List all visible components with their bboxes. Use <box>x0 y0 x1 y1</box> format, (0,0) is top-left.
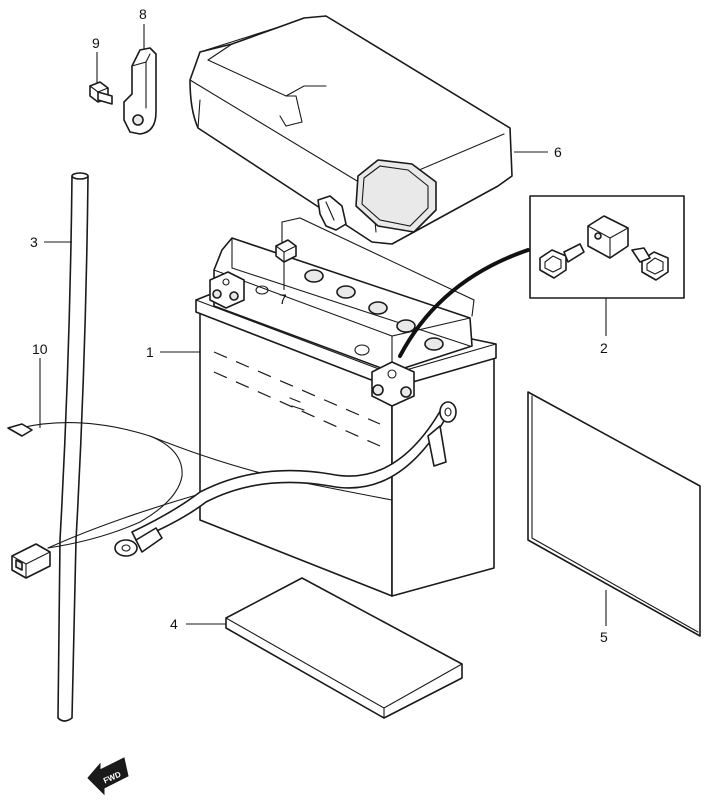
callout-2: 2 <box>600 340 608 356</box>
leader-lines <box>39 24 607 626</box>
callout-3: 3 <box>30 234 38 250</box>
bracket[interactable] <box>123 47 157 135</box>
negative-terminal <box>209 271 245 309</box>
vent-caps <box>255 269 444 356</box>
battery-pad[interactable] <box>225 577 463 719</box>
battery-cables[interactable] <box>7 401 457 579</box>
forward-arrow-icon: FWD <box>87 757 129 796</box>
callout-4: 4 <box>170 616 178 632</box>
inset-lead-line <box>398 248 530 358</box>
callout-labels: 1 2 3 4 5 6 7 8 9 10 <box>30 6 608 645</box>
battery[interactable] <box>195 217 497 597</box>
cover-clip <box>317 195 347 231</box>
terminal-hardware-inset[interactable] <box>529 195 685 299</box>
callout-6: 6 <box>554 144 562 160</box>
bolt[interactable] <box>89 81 113 105</box>
terminal-bolt[interactable] <box>275 239 297 263</box>
callout-9: 9 <box>92 35 100 51</box>
terminal-bolt-right <box>631 247 669 281</box>
battery-cover[interactable] <box>189 15 513 245</box>
callout-10: 10 <box>32 341 48 357</box>
terminal-bolt-left <box>539 243 585 279</box>
positive-terminal <box>371 361 415 407</box>
callout-8: 8 <box>139 6 147 22</box>
callout-7: 7 <box>279 291 287 307</box>
breather-tube[interactable] <box>57 172 89 722</box>
callout-1: 1 <box>146 344 154 360</box>
cable-connector <box>11 543 51 579</box>
callout-5: 5 <box>600 629 608 645</box>
terminal-nut <box>587 215 629 259</box>
caution-label[interactable] <box>527 391 701 637</box>
